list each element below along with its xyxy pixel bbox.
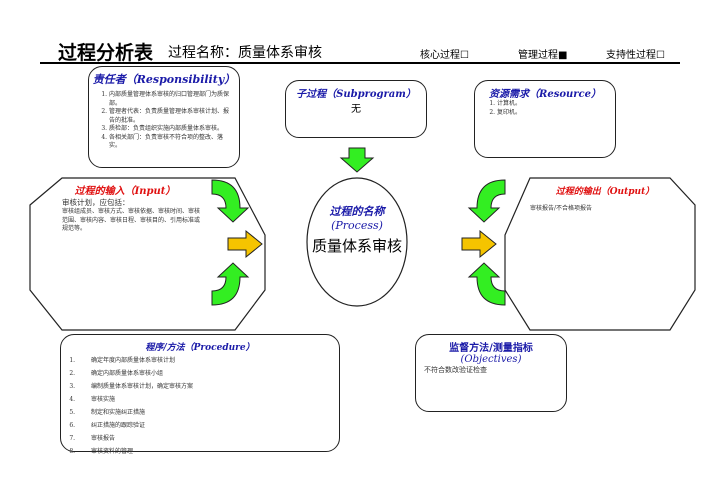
right-arrow-icon — [461, 229, 497, 259]
input-shape — [29, 177, 266, 331]
list-item: 审核报告 — [77, 432, 339, 445]
output-content: 过程的输出（Output） 审核报告/不合格项报告 — [530, 184, 680, 214]
process-ellipse — [306, 177, 408, 307]
process-subtitle: (Process) — [331, 219, 383, 232]
option-core: 核心过程☐ — [420, 50, 469, 61]
down-arrow-icon — [339, 147, 375, 173]
process-title: 过程的名称 — [329, 205, 385, 218]
curved-arrow-icon — [467, 179, 506, 223]
responsibility-box: 责任者（Responsibility） 内部质量管理体系审核的归口管理部门为质保… — [88, 66, 240, 168]
header-divider — [40, 62, 680, 64]
list-item: 复印机。 — [497, 109, 615, 118]
list-item: 审核实施 — [77, 393, 339, 406]
option-management: 管理过程■ — [518, 50, 568, 61]
subprogram-title: 子过程（Subprogram） — [296, 89, 416, 100]
objectives-box: 监督方法/测量指标 (Objectives) 不符合数改验证检查 — [415, 334, 567, 412]
list-item: 确定内部质量体系审核小组 — [77, 367, 339, 380]
output-shape — [504, 177, 696, 331]
option-support: 支持性过程☐ — [606, 50, 665, 61]
objectives-title: 监督方法/测量指标 — [449, 343, 533, 354]
list-item: 制定和实施纠正措施 — [77, 406, 339, 419]
list-item: 计算机。 — [497, 100, 615, 109]
objectives-text: 不符合数改验证检查 — [424, 366, 487, 374]
sheet-title: 过程分析表 — [58, 42, 154, 64]
curved-arrow-icon — [467, 262, 506, 306]
list-item: 审核资料的管理 — [77, 445, 339, 458]
objectives-subtitle: (Objectives) — [460, 354, 522, 365]
list-item: 纠正措施的跟踪验证 — [77, 419, 339, 432]
process-name: 过程名称：质量体系审核 — [168, 45, 322, 61]
right-arrow-icon — [227, 229, 263, 259]
responsibility-title: 责任者（Responsibility） — [92, 73, 236, 86]
list-item: 内部质量管理体系审核的归口管理部门为质保部。 — [109, 91, 231, 108]
input-title: 过程的输入（Input） — [74, 186, 176, 197]
curved-arrow-icon — [211, 179, 250, 223]
procedure-box: 程序/方法（Procedure） 确定年度内部质量体系审核计划 确定内部质量体系… — [60, 334, 340, 455]
process-content: 过程的名称 (Process) 质量体系审核 — [307, 203, 407, 259]
list-item: 确定年度内部质量体系审核计划 — [77, 354, 339, 367]
subprogram-box: 子过程（Subprogram） 无 — [285, 80, 427, 138]
resource-title: 资源需求（Resource） — [489, 89, 601, 100]
list-item: 编制质量体系审核计划，确定审核方案 — [77, 380, 339, 393]
curved-arrow-icon — [211, 262, 250, 306]
list-item: 管理者代表：负责质量管理体系审核计划、报告的批准。 — [109, 108, 231, 125]
input-lead: 审核计划，应包括： — [62, 198, 130, 207]
subprogram-value: 无 — [351, 104, 361, 115]
input-content: 过程的输入（Input） 审核计划，应包括： 审核组成员、审核方式、审核依据、审… — [50, 182, 200, 234]
procedure-title: 程序/方法（Procedure） — [145, 343, 255, 353]
resource-box: 资源需求（Resource） 计算机。 复印机。 — [474, 80, 616, 158]
list-item: 各相关部门：负责审核不符合项的整改、落实。 — [109, 134, 231, 151]
process-name-text: 质量体系审核 — [311, 237, 402, 255]
output-text: 审核报告/不合格项报告 — [530, 205, 593, 212]
input-text: 审核组成员、审核方式、审核依据、审核时间、审核范围、审核内容、审核日程、审核目的… — [62, 208, 201, 232]
output-title: 过程的输出（Output） — [555, 187, 655, 197]
list-item: 质检部：负责组织实施内部质量体系审核。 — [109, 125, 231, 134]
